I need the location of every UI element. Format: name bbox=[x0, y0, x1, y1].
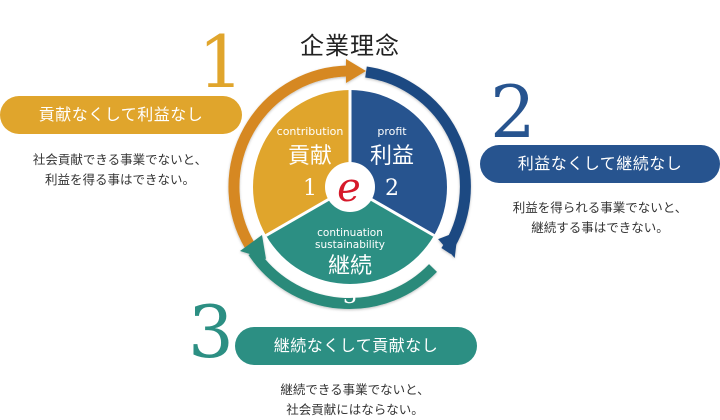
principle-2-description: 利益を得られる事業でないと、 継続する事はできない。 bbox=[480, 198, 720, 238]
segment-contribution-en: contribution bbox=[277, 125, 344, 138]
arrow-head-blue bbox=[438, 231, 458, 258]
segment-contribution-jp: 貢献 bbox=[288, 144, 332, 169]
principle-3-number: 3 bbox=[188, 290, 234, 374]
segment-contribution-num: 1 bbox=[303, 176, 317, 201]
description-line: 継続できる事業でないと、 bbox=[280, 382, 430, 397]
segment-continuation-jp: 継続 bbox=[328, 254, 372, 279]
segment-profit-num: 2 bbox=[385, 176, 399, 201]
principle-2-number: 2 bbox=[490, 70, 536, 154]
cycle-diagram: contribution 貢献 1 profit 利益 2 continuati… bbox=[228, 59, 471, 310]
segment-continuation-en-1: continuation bbox=[317, 227, 383, 239]
principle-1-motto: 貢献なくして利益なし bbox=[0, 96, 242, 134]
description-line: 社会貢献にはならない。 bbox=[286, 402, 424, 417]
principle-3-motto: 継続なくして貢献なし bbox=[235, 327, 477, 365]
principle-2-motto: 利益なくして継続なし bbox=[480, 145, 720, 183]
cycle-arrow-blue bbox=[365, 66, 471, 255]
cycle-arrow-teal bbox=[248, 248, 437, 310]
arrow-head-teal bbox=[240, 235, 266, 259]
segment-continuation-en-2: sustainability bbox=[315, 239, 385, 251]
principle-1-description: 社会貢献できる事業でないと、 利益を得る事はできない。 bbox=[0, 150, 240, 190]
segment-profit-jp: 利益 bbox=[370, 144, 414, 169]
segment-profit-en: profit bbox=[377, 125, 407, 138]
principle-3-description: 継続できる事業でないと、 社会貢献にはならない。 bbox=[235, 380, 475, 420]
cycle-arrow-orange bbox=[228, 65, 349, 248]
segment-contribution bbox=[253, 90, 350, 236]
description-line: 社会貢献できる事業でないと、 bbox=[32, 152, 208, 167]
center-logo-circle bbox=[325, 162, 375, 212]
center-logo: e bbox=[337, 165, 361, 211]
description-line: 継続する事はできない。 bbox=[531, 220, 669, 235]
segment-continuation bbox=[266, 187, 434, 284]
description-line: 利益を得る事はできない。 bbox=[44, 172, 195, 187]
principle-1-number: 1 bbox=[198, 20, 244, 104]
page-title: 企業理念 bbox=[300, 32, 400, 60]
segment-profit bbox=[350, 90, 447, 236]
arrow-head-orange bbox=[346, 59, 366, 83]
segment-continuation-num: 3 bbox=[343, 284, 357, 309]
description-line: 利益を得られる事業でないと、 bbox=[512, 200, 688, 215]
